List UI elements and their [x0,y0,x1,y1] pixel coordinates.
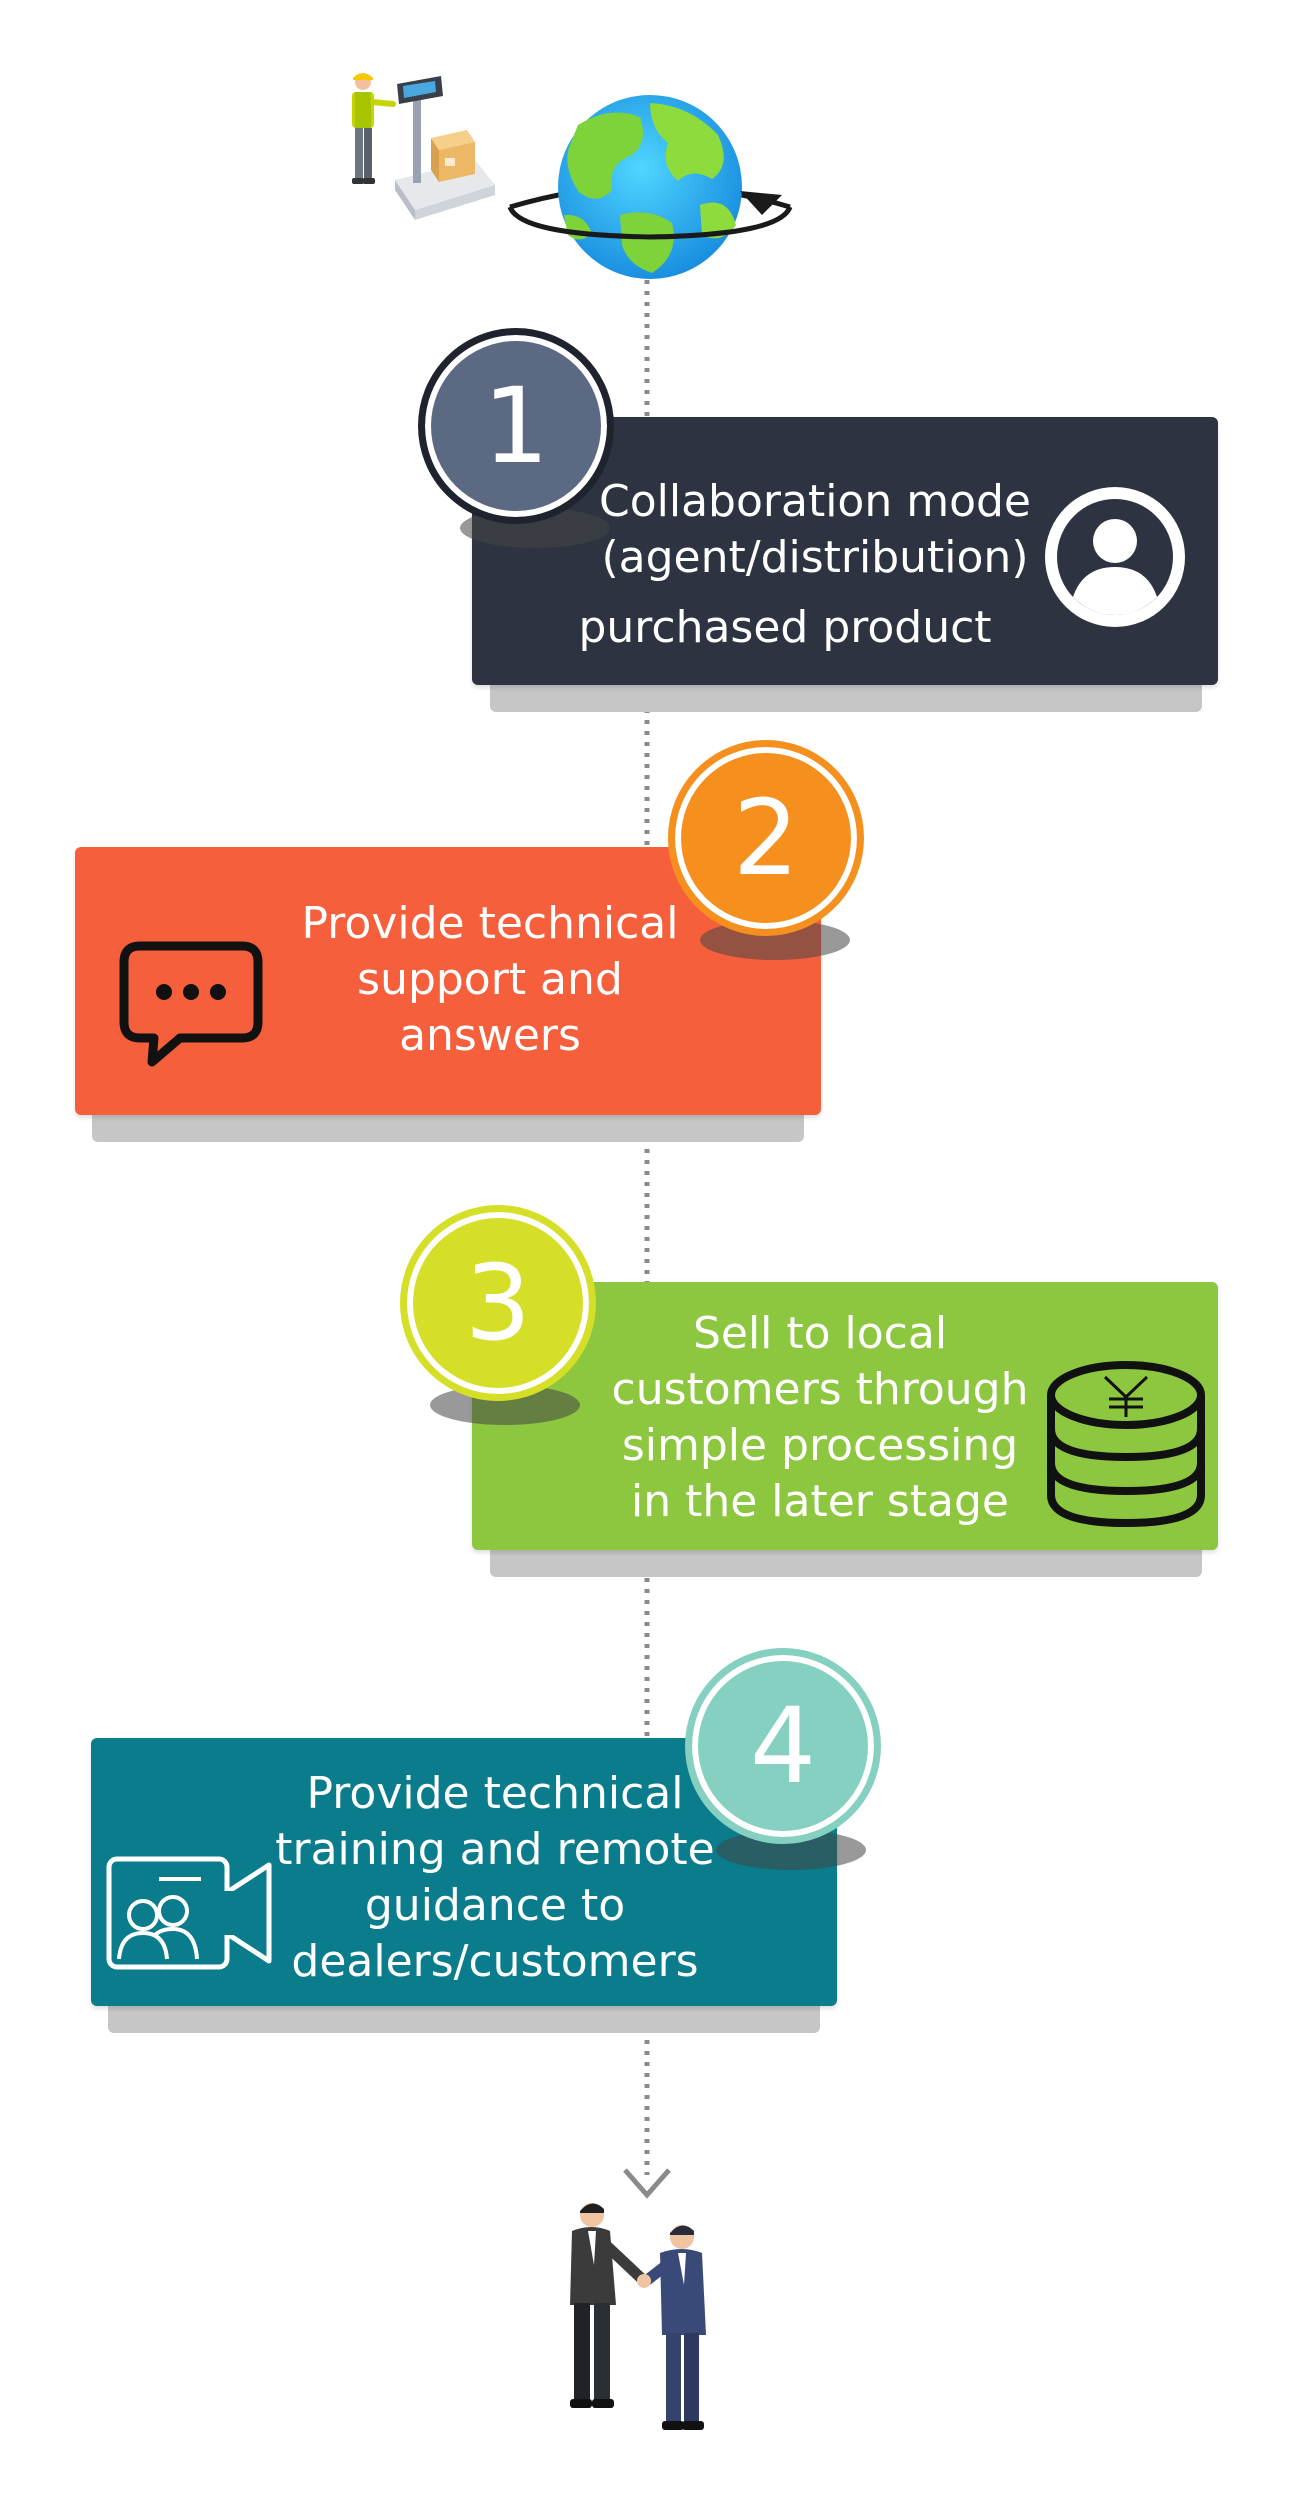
step-4-line-2: training and remote [275,1824,715,1875]
chat-bubble-icon [118,940,264,1070]
step-1-line-3: purchased product [578,602,992,653]
handshake-icon [550,2195,730,2435]
step-2-line-1: Provide technical [301,898,679,949]
warehouse-scale-icon [335,70,505,230]
step-4-line-4: dealers/customers [291,1936,699,1987]
video-meeting-icon [105,1855,275,1973]
step-3-text: Sell to local customers through simple p… [590,1300,1050,1536]
step-2-text: Provide technical support and answers [270,885,710,1075]
step-3-line-4: in the later stage [630,1476,1010,1527]
step-2-badge: 2 [668,740,864,936]
step-2-line-3: answers [399,1010,581,1061]
step-4-line-3: guidance to [364,1880,626,1931]
step-3-badge: 3 [400,1205,596,1401]
arrow-down-icon [623,2168,671,2199]
step-1-badge: 1 [418,328,614,524]
step-3-line-2: customers through [611,1364,1029,1415]
step-2-line-2: support and [357,954,623,1005]
step-4-line-1: Provide technical [306,1768,684,1819]
coin-stack-icon [1043,1355,1209,1531]
globe-icon [500,95,800,295]
step-1-line-2: (agent/distribution) [601,532,1029,583]
step-4-text: Provide technical training and remote gu… [265,1760,725,1996]
step-3-box [472,1282,1218,1550]
step-1-line-1: Collaboration mode [598,476,1031,527]
step-1-text: Collaboration mode (agent/distribution) … [578,470,1050,660]
step-3-line-1: Sell to local [692,1308,948,1359]
step-4-badge: 4 [685,1648,881,1844]
user-circle-icon [1043,485,1187,629]
step-3-line-3: simple processing [621,1420,1019,1471]
